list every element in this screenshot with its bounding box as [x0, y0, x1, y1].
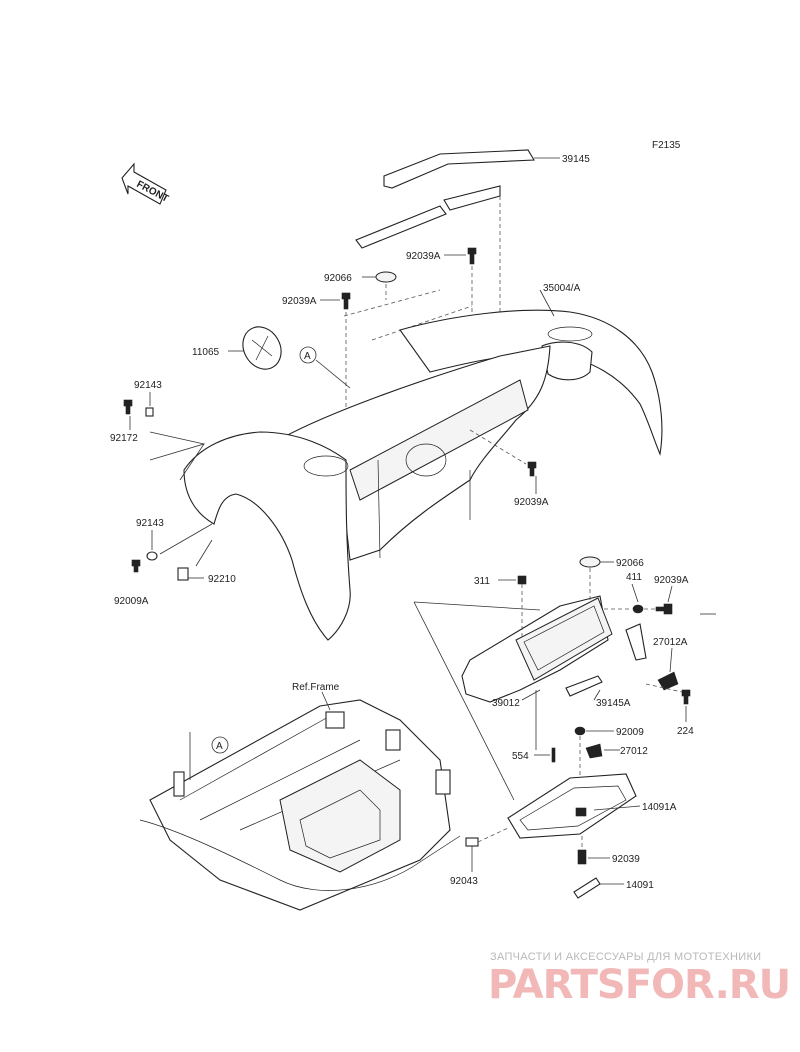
- washer-icon: [632, 604, 644, 614]
- washer-icon: [145, 407, 154, 417]
- front-fender-assembly: [183, 309, 663, 641]
- clip-icon: [527, 461, 537, 477]
- pin-icon: [465, 837, 479, 847]
- part-label: 411: [626, 572, 642, 583]
- front-direction-arrow: FRONT: [121, 162, 170, 205]
- clip-icon: [467, 247, 477, 265]
- clip-icon: [341, 292, 351, 310]
- part-label: 39012: [492, 698, 520, 709]
- strap-14091: [573, 877, 601, 899]
- part-label: 39145: [562, 154, 590, 165]
- part-label: 14091A: [642, 802, 677, 813]
- figure-code: F2135: [652, 140, 681, 151]
- latch-icon: [585, 743, 603, 759]
- part-label: 92039A: [654, 575, 689, 586]
- callout-letter: A: [304, 351, 311, 362]
- part-label: 554: [512, 751, 529, 762]
- part-label: 92066: [324, 273, 352, 284]
- pin-icon: [551, 747, 556, 763]
- part-label: 92009A: [114, 596, 149, 607]
- screw-icon: [681, 689, 691, 705]
- clip-icon: [655, 603, 673, 615]
- part-label: 92039A: [282, 296, 317, 307]
- callout-letter-frame: A: [216, 741, 223, 752]
- screw-icon: [574, 726, 586, 736]
- grommet-icon: [242, 326, 282, 370]
- part-label: 27012: [620, 746, 648, 757]
- part-label: 92172: [110, 433, 138, 444]
- reference-frame: [139, 699, 461, 911]
- watermark-logo: PARTSFOR.RU: [488, 962, 791, 1008]
- nut-clip-icon: [177, 567, 189, 581]
- part-label: 224: [677, 726, 694, 737]
- cap-icon: [375, 271, 397, 283]
- part-label: 92143: [134, 380, 162, 391]
- part-label: 27012A: [653, 637, 688, 648]
- part-label: 92009: [616, 727, 644, 738]
- storage-box-assembly: [461, 595, 647, 703]
- part-label: 92043: [450, 876, 478, 887]
- watermark-subtitle: ЗАПЧАСТИ И АКСЕССУАРЫ ДЛЯ МОТОТЕХНИКИ: [490, 951, 762, 963]
- part-label: 92039: [612, 854, 640, 865]
- part-label: 14091: [626, 880, 654, 891]
- bolt-icon: [131, 559, 141, 573]
- part-label: 92039A: [514, 497, 549, 508]
- part-label: 35004/A: [543, 283, 581, 294]
- part-label: 92143: [136, 518, 164, 529]
- part-label: 92210: [208, 574, 236, 585]
- part-label: 39145A: [596, 698, 631, 709]
- latch-icon: [657, 671, 679, 691]
- clip-icon: [577, 849, 587, 865]
- seal-strip-39145: [355, 149, 535, 249]
- part-number-labels: 39145 92039A 92066 35004/A 92039A 11065 …: [110, 154, 694, 891]
- part-label: 92039A: [406, 251, 441, 262]
- lid-tray-14091A: [507, 773, 637, 839]
- bolt-icon: [123, 399, 133, 415]
- washer-icon: [146, 551, 158, 561]
- nut-icon: [517, 575, 527, 585]
- part-label: 92066: [616, 558, 644, 569]
- cap-icon: [579, 556, 601, 568]
- ref-frame-label: Ref.Frame: [292, 682, 340, 693]
- part-label: 11065: [192, 347, 220, 358]
- part-label: 311: [474, 576, 490, 587]
